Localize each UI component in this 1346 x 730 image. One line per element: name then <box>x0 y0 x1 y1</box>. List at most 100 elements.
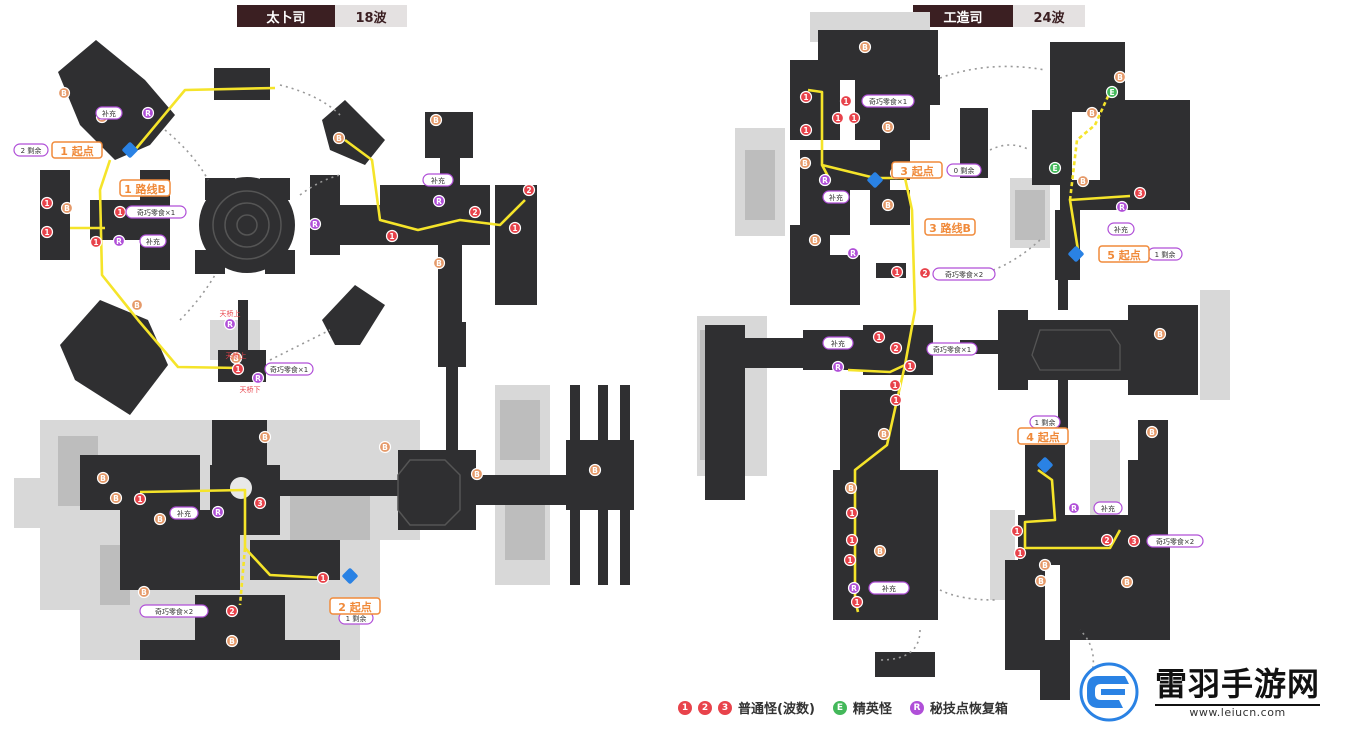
svg-text:B: B <box>134 301 140 310</box>
svg-text:1: 1 <box>847 556 852 565</box>
right-supply-pill: 补充 <box>868 581 910 595</box>
svg-text:2: 2 <box>1104 536 1109 545</box>
svg-text:3: 3 <box>257 499 262 508</box>
left-snack-pill: 奇巧零食×1 <box>125 205 187 219</box>
svg-text:3: 3 <box>1131 537 1136 546</box>
svg-text:2: 2 <box>229 607 234 616</box>
svg-text:R: R <box>145 109 151 118</box>
left-boss-marker: B <box>229 351 243 365</box>
left-boss-marker: B <box>153 512 167 526</box>
left-start2-tag: 2 起点 <box>329 597 381 615</box>
svg-text:1: 1 <box>93 238 98 247</box>
legend-elite-label: 精英怪 <box>852 702 892 717</box>
right-wave-marker: 1 <box>1010 524 1024 538</box>
svg-text:补充: 补充 <box>882 584 896 593</box>
svg-text:1: 1 <box>235 365 240 374</box>
svg-text:B: B <box>1149 428 1155 437</box>
legend-restore-label: 秘技点恢复箱 <box>929 702 1008 717</box>
left-start2-remain: 1 剩余 <box>338 611 374 625</box>
svg-text:1: 1 <box>854 598 859 607</box>
right-wave-marker: 1 <box>843 553 857 567</box>
left-wave-marker: 1 <box>89 235 103 249</box>
right-snack-pill: 奇巧零食×1 <box>861 94 915 108</box>
left-restore-marker: R <box>112 234 126 248</box>
left-start1-remain: 2 剩余 <box>13 143 49 157</box>
svg-text:奇巧零食×2: 奇巧零食×2 <box>1156 537 1194 546</box>
right-map <box>697 12 1230 700</box>
svg-text:补充: 补充 <box>177 509 191 518</box>
right-boss-marker: B <box>873 544 887 558</box>
right-start3-remain: 0 剩余 <box>946 163 982 177</box>
svg-text:2: 2 <box>922 269 927 278</box>
svg-text:1: 1 <box>117 208 122 217</box>
right-supply-pill: 补充 <box>1107 222 1135 236</box>
right-restore-marker: R <box>846 246 860 260</box>
start-glyph-icon <box>342 568 358 584</box>
right-restore-marker: R <box>818 173 832 187</box>
left-supply-pill: 补充 <box>169 506 199 520</box>
svg-text:R: R <box>312 220 318 229</box>
svg-text:1: 1 <box>849 509 854 518</box>
left-restore-marker: R <box>223 317 237 331</box>
left-wave-marker: 1 <box>316 571 330 585</box>
svg-text:B: B <box>336 134 342 143</box>
svg-text:1: 1 <box>893 396 898 405</box>
svg-text:1: 1 <box>849 536 854 545</box>
left-supply-pill: 补充 <box>95 106 123 120</box>
svg-text:B: B <box>157 515 163 524</box>
right-wave-marker: 1 <box>903 359 917 373</box>
left-restore-marker: R <box>141 106 155 120</box>
right-supply-pill: 补充 <box>822 336 854 350</box>
svg-text:R: R <box>835 363 841 372</box>
legend-wave-1-icon: 1 <box>678 700 692 715</box>
right-wave-marker: 3 <box>1133 186 1147 200</box>
svg-text:3 起点: 3 起点 <box>900 164 933 178</box>
svg-text:B: B <box>262 433 268 442</box>
map-markers: 11111113221211BBBBBBBBBBBBBBBBBRRRRRRR补充… <box>13 40 1204 648</box>
left-wave-marker: 1 <box>231 362 245 376</box>
svg-text:2: 2 <box>893 344 898 353</box>
left-wave-marker: 1 <box>133 492 147 506</box>
svg-text:1: 1 <box>803 93 808 102</box>
legend: 1 2 3 普通怪(波数) E 精英怪 R 秘技点恢复箱 <box>678 698 1008 717</box>
svg-text:B: B <box>229 637 235 646</box>
svg-text:1: 1 <box>512 224 517 233</box>
start-glyph-icon <box>1068 246 1084 262</box>
left-wave-marker: 1 <box>508 221 522 235</box>
right-wave-marker: 1 <box>845 506 859 520</box>
right-wave-marker: 1 <box>799 90 813 104</box>
svg-text:B: B <box>885 201 891 210</box>
right-map-header: 工造司 24波 <box>913 5 1085 27</box>
left-wave-marker: 1 <box>40 196 54 210</box>
svg-text:1: 1 <box>835 114 840 123</box>
svg-text:B: B <box>1080 177 1086 186</box>
svg-text:1 剩余: 1 剩余 <box>346 614 367 623</box>
svg-text:R: R <box>255 374 261 383</box>
left-bridge-top-label: 天桥上 <box>226 351 247 360</box>
svg-text:4 起点: 4 起点 <box>1026 430 1059 444</box>
left-boss-marker: B <box>137 585 151 599</box>
right-boss-marker: B <box>877 427 891 441</box>
left-wave-marker: 3 <box>253 496 267 510</box>
left-boss-marker: B <box>258 430 272 444</box>
start-glyph-icon <box>122 142 138 158</box>
svg-text:补充: 补充 <box>829 193 843 202</box>
svg-text:1: 1 <box>389 232 394 241</box>
legend-elite-icon: E <box>832 700 847 715</box>
right-map-waves: 24波 <box>1013 5 1085 27</box>
svg-text:奇巧零食×1: 奇巧零食×1 <box>137 208 175 217</box>
right-wave-marker: 3 <box>1127 534 1141 548</box>
right-boss-marker: B <box>1120 575 1134 589</box>
svg-text:E: E <box>1052 164 1057 173</box>
svg-text:1: 1 <box>851 114 856 123</box>
svg-text:3 路线B: 3 路线B <box>929 221 971 235</box>
right-boss-marker: B <box>858 40 872 54</box>
left-wave-marker: 2 <box>225 604 239 618</box>
svg-text:1: 1 <box>803 126 808 135</box>
svg-text:B: B <box>100 474 106 483</box>
svg-text:3: 3 <box>1137 189 1142 198</box>
right-snack-pill: 奇巧零食×1 <box>926 342 978 356</box>
svg-text:5 起点: 5 起点 <box>1107 248 1140 262</box>
watermark: 雷羽手游网 www.leiucn.com <box>1075 662 1321 722</box>
